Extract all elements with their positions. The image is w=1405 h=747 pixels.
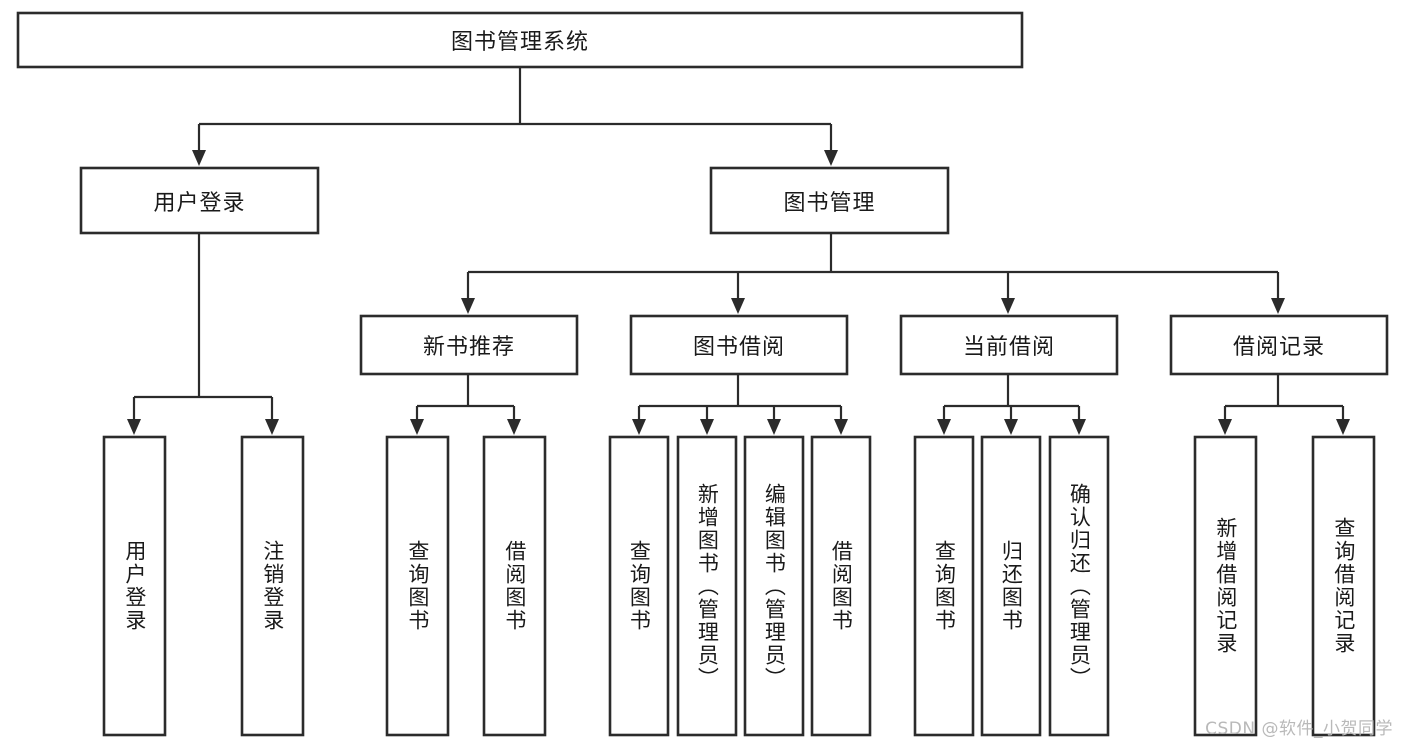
arrow-head-icon	[700, 419, 714, 435]
node-borrow-record[interactable]	[1169, 314, 1389, 376]
arrowhead-layer	[127, 150, 1350, 435]
leaf-node-leaf-borrow-book-recommend[interactable]	[482, 435, 547, 737]
leaf-node-leaf-return-book[interactable]	[980, 435, 1042, 737]
leaf-node-leaf-query-book-borrow[interactable]	[608, 435, 670, 737]
leaf-node-leaf-query-borrow-record[interactable]	[1311, 435, 1376, 737]
leaf-node-leaf-edit-book-admin[interactable]	[743, 435, 805, 737]
arrow-head-icon	[834, 419, 848, 435]
arrow-head-icon	[1072, 419, 1086, 435]
arrow-head-icon	[1271, 298, 1285, 314]
arrow-head-icon	[127, 419, 141, 435]
arrow-head-icon	[632, 419, 646, 435]
leaf-node-leaf-query-book-current[interactable]	[913, 435, 975, 737]
arrow-head-icon	[731, 298, 745, 314]
node-current-borrow[interactable]	[899, 314, 1119, 376]
arrow-head-icon	[1001, 298, 1015, 314]
node-user-login[interactable]	[79, 166, 320, 235]
leaf-node-leaf-user-login[interactable]	[102, 435, 167, 737]
leaf-node-leaf-query-book-recommend[interactable]	[385, 435, 450, 737]
arrow-head-icon	[507, 419, 521, 435]
node-box-layer	[16, 11, 1389, 737]
node-new-book-recommend[interactable]	[359, 314, 579, 376]
node-book-management[interactable]	[709, 166, 950, 235]
connector-layer	[132, 67, 1345, 431]
node-root[interactable]	[16, 11, 1024, 69]
arrow-head-icon	[1336, 419, 1350, 435]
arrow-head-icon	[265, 419, 279, 435]
watermark-text: CSDN @软件_小贺同学	[1205, 719, 1393, 739]
arrow-head-icon	[192, 150, 206, 166]
arrow-head-icon	[937, 419, 951, 435]
arrow-head-icon	[461, 298, 475, 314]
leaf-node-leaf-confirm-return-admin[interactable]	[1048, 435, 1110, 737]
arrow-head-icon	[1004, 419, 1018, 435]
leaf-node-leaf-add-borrow-record[interactable]	[1193, 435, 1258, 737]
arrow-head-icon	[767, 419, 781, 435]
leaf-node-leaf-borrow-book[interactable]	[810, 435, 872, 737]
node-book-borrow[interactable]	[629, 314, 849, 376]
arrow-head-icon	[410, 419, 424, 435]
arrow-head-icon	[1218, 419, 1232, 435]
leaf-node-leaf-add-book-admin[interactable]	[676, 435, 738, 737]
leaf-node-leaf-logout-login[interactable]	[240, 435, 305, 737]
arrow-head-icon	[824, 150, 838, 166]
